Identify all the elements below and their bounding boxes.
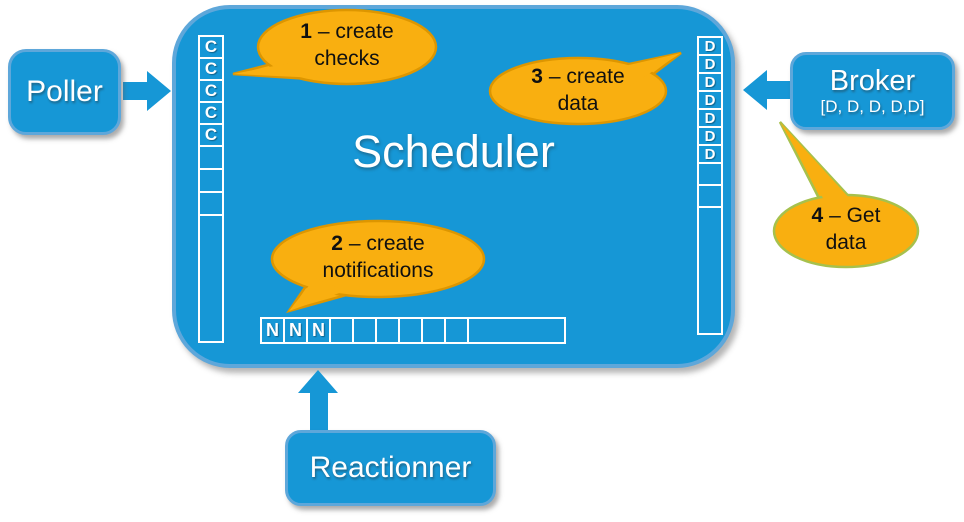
broker-sublabel: [D, D, D, D,D] xyxy=(820,96,925,116)
queue-cell: C xyxy=(198,123,224,147)
queue-cell xyxy=(198,191,224,216)
broker-to-scheduler-arrow xyxy=(743,70,791,110)
poller-label: Poller xyxy=(26,75,103,108)
queue-cell: D xyxy=(697,90,723,110)
queue-cell xyxy=(198,145,224,170)
queue-cell xyxy=(198,168,224,193)
queue-cell xyxy=(352,317,377,344)
callout-4-bubble xyxy=(772,121,920,269)
broker-label: Broker xyxy=(829,64,916,97)
reactionner-to-scheduler-arrow xyxy=(298,370,338,430)
callout-3-text: 3 – create data xyxy=(531,65,625,115)
queue-cell xyxy=(329,317,354,344)
queue-cell xyxy=(697,206,723,335)
poller-node: Poller xyxy=(8,49,121,135)
queue-cell xyxy=(198,214,224,343)
queue-cell: D xyxy=(697,126,723,146)
queue-cell: C xyxy=(198,57,224,81)
queue-cell: C xyxy=(198,101,224,125)
queue-cell xyxy=(421,317,446,344)
queue-cell xyxy=(444,317,469,344)
queue-cell: N xyxy=(260,317,285,344)
queue-cell xyxy=(697,162,723,186)
reactionner-node: Reactionner xyxy=(285,430,496,506)
queue-cell: D xyxy=(697,144,723,164)
queue-cell: N xyxy=(306,317,331,344)
queue-cell xyxy=(375,317,400,344)
callout-create-notifications: 2 – create notifications xyxy=(265,218,500,316)
queue-cell: D xyxy=(697,54,723,74)
callout-3-bubble xyxy=(488,51,682,126)
callout-2-bubble xyxy=(270,219,486,314)
callout-create-data: 3 – create data xyxy=(485,46,697,128)
callout-1-text: 1 – create checks xyxy=(300,20,394,70)
callout-1-bubble xyxy=(232,8,438,86)
queue-cell xyxy=(398,317,423,344)
scheduler-title: Scheduler xyxy=(352,126,555,177)
broker-node: Broker [D, D, D, D,D] xyxy=(790,52,955,130)
queue-cell: C xyxy=(198,79,224,103)
queue-cell: D xyxy=(697,108,723,128)
reactionner-label: Reactionner xyxy=(309,451,472,484)
queue-cell: D xyxy=(697,36,723,56)
queue-cell xyxy=(697,184,723,208)
callout-get-data: 4 – Get data xyxy=(770,115,920,270)
callout-create-checks: 1 – create checks xyxy=(225,8,440,92)
queue-cell xyxy=(467,317,566,344)
callout-2-text: 2 – create notifications xyxy=(322,232,434,282)
poller-to-scheduler-arrow xyxy=(123,71,171,111)
queue-cell: N xyxy=(283,317,308,344)
queue-cell: D xyxy=(697,72,723,92)
queue-cell: C xyxy=(198,35,224,59)
callout-4-text: 4 – Get data xyxy=(811,204,881,254)
